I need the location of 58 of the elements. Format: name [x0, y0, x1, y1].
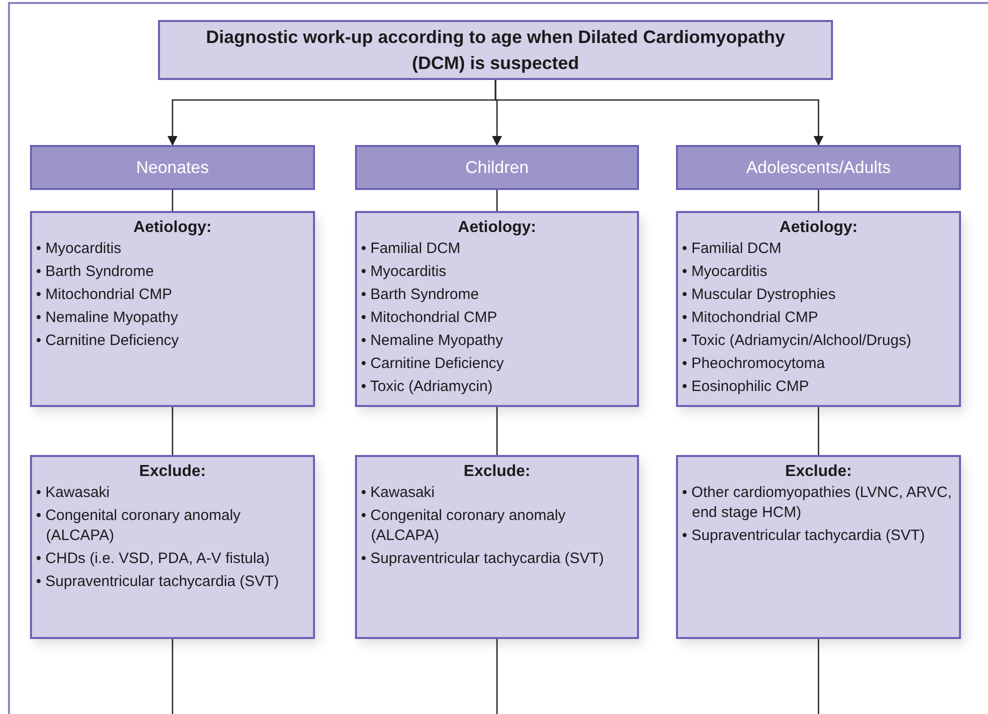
- section-heading: Aetiology:: [458, 218, 536, 238]
- title-box: [158, 20, 833, 80]
- connector-line: [496, 407, 498, 455]
- list-box: [30, 211, 315, 407]
- section-heading: Aetiology:: [779, 218, 858, 238]
- title-text: Diagnostic work-up according to age when Dilated Cardiomyopathy (DCM) is suspected: [204, 26, 786, 75]
- bullet-item: • Kawasaki: [36, 483, 111, 503]
- bullet-item: • Myocarditis: [682, 262, 768, 282]
- list-box: [355, 455, 639, 639]
- bullet-item: • CHDs (i.e. VSD, PDA, A-V fistula): [36, 549, 271, 569]
- list-box: [676, 211, 961, 407]
- bullet-item: • Toxic (Adriamycin): [361, 377, 494, 397]
- bullet-item: • Myocarditis: [361, 262, 448, 282]
- bullet-item: • Nemaline Myopathy: [361, 331, 504, 351]
- connector-line: [818, 407, 820, 455]
- bullet-item: • Congenital coronary anomaly (ALCAPA): [361, 506, 567, 546]
- bullet-item: • Myocarditis: [36, 239, 122, 259]
- bullet-item: • Supraventricular tachycardia (SVT): [682, 526, 926, 546]
- section-heading: Exclude:: [139, 462, 206, 482]
- category-label: Children: [465, 156, 529, 179]
- bullet-item: • Carnitine Deficiency: [36, 331, 180, 351]
- list-box: [30, 455, 315, 639]
- list-box: [355, 211, 639, 407]
- section-heading: Exclude:: [785, 462, 852, 482]
- list-box: [676, 455, 961, 639]
- bullet-item: • Nemaline Myopathy: [36, 308, 179, 328]
- category-label: Adolescents/Adults: [746, 156, 891, 179]
- category-header-box: [355, 145, 639, 190]
- bullet-item: • Supraventricular tachycardia (SVT): [361, 549, 605, 569]
- bullet-item: • Barth Syndrome: [36, 262, 155, 282]
- bullet-item: • Barth Syndrome: [361, 285, 480, 305]
- bullet-item: • Familial DCM: [682, 239, 782, 259]
- connector-line: [172, 407, 174, 455]
- connector-line: [496, 190, 498, 211]
- connector-line: [172, 190, 174, 211]
- connector-line: [818, 639, 820, 714]
- connector-line: [172, 639, 174, 714]
- category-label: Neonates: [136, 156, 209, 179]
- bullet-item: • Muscular Dystrophies: [682, 285, 837, 305]
- category-header-box: [676, 145, 961, 190]
- bullet-item: • Mitochondrial CMP: [361, 308, 498, 328]
- bullet-item: • Supraventricular tachycardia (SVT): [36, 572, 280, 592]
- bullet-item: • Eosinophilic CMP: [682, 377, 810, 397]
- category-header-box: [30, 145, 315, 190]
- bullet-item: • Familial DCM: [361, 239, 462, 259]
- arrow: [494, 80, 824, 146]
- bullet-item: • Carnitine Deficiency: [361, 354, 505, 374]
- bullet-item: • Toxic (Adriamycin/Alchool/Drugs): [682, 331, 912, 351]
- connector-line: [818, 190, 820, 211]
- section-heading: Exclude:: [464, 462, 530, 482]
- bullet-item: • Pheochromocytoma: [682, 354, 826, 374]
- connector-line: [496, 639, 498, 714]
- bullet-item: • Kawasaki: [361, 483, 436, 503]
- bullet-item: • Congenital coronary anomaly (ALCAPA): [36, 506, 242, 546]
- section-heading: Aetiology:: [133, 218, 212, 238]
- bullet-item: • Mitochondrial CMP: [36, 285, 174, 305]
- bullet-item: • Other cardiomyopathies (LVNC, ARVC, end stage HCM): [682, 483, 953, 523]
- bullet-item: • Mitochondrial CMP: [682, 308, 820, 328]
